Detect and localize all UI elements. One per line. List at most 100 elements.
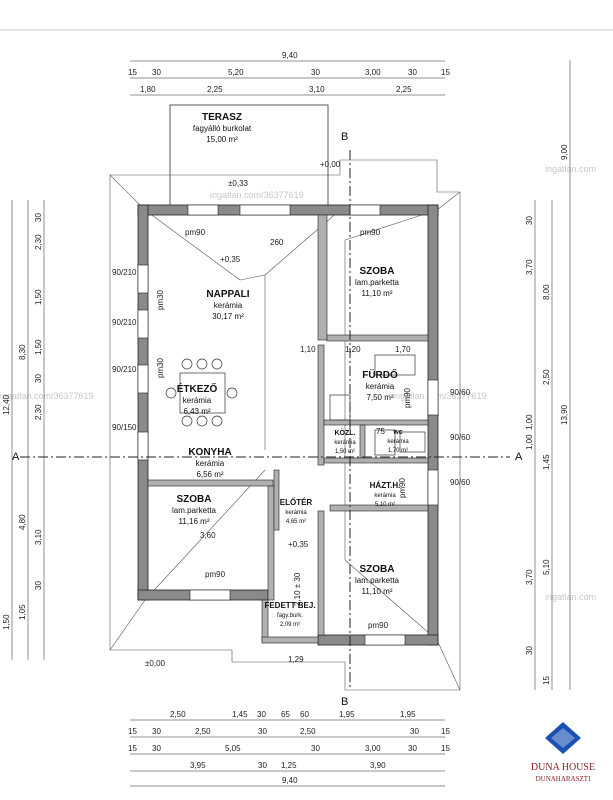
svg-text:30: 30 [257,710,266,719]
svg-text:30: 30 [311,744,320,753]
right-top-dim: 9,00 [560,144,569,160]
svg-text:kerámia: kerámia [183,396,212,405]
svg-text:90/210: 90/210 [112,318,137,327]
left-dimensions [11,200,45,660]
svg-text:5,10 m²: 5,10 m² [375,502,395,508]
svg-text:1,20: 1,20 [345,345,361,354]
svg-text:2,09 m²: 2,09 m² [280,622,300,628]
svg-text:TERASZ: TERASZ [202,112,242,123]
svg-text:30: 30 [152,727,161,736]
svg-text:+0,35: +0,35 [288,540,309,549]
left-outer-dim: 12,40 [2,394,11,415]
right-sub-dim: 8,00 [542,284,551,300]
svg-text:FEDETT BEJ.: FEDETT BEJ. [264,601,315,610]
svg-text:1,29: 1,29 [288,655,304,664]
svg-text:6,43 m²: 6,43 m² [183,407,210,416]
svg-text:60: 60 [300,710,309,719]
svg-text:SZOBA: SZOBA [360,564,395,575]
svg-text:pm90: pm90 [398,477,407,498]
svg-text:2,30: 2,30 [34,234,43,250]
svg-text:pm90: pm90 [205,570,226,579]
svg-text:1,95: 1,95 [400,710,416,719]
room-kozl: KÖZL. kerámia 1,50 m² [334,428,356,455]
section-mark-a-right: A [515,451,523,463]
svg-text:30: 30 [34,213,43,222]
svg-text:SZOBA: SZOBA [360,266,395,277]
svg-text:30: 30 [34,374,43,383]
svg-text:SZOBA: SZOBA [177,494,212,505]
svg-text:kerámia: kerámia [387,439,409,445]
svg-text:30: 30 [34,581,43,590]
svg-text:kerámia: kerámia [334,440,356,446]
svg-text:3,90: 3,90 [370,761,386,770]
windows [137,204,439,646]
svg-text:FÜRDŐ: FÜRDŐ [362,368,398,381]
svg-text:1,45: 1,45 [542,454,551,470]
right-vals: 30 3,70 2,50 1,00 1,00 1,45 5,10 3,70 30… [525,216,551,685]
watermark: ingatlan.com [545,592,596,602]
svg-text:15: 15 [128,744,137,753]
svg-text:1,00: 1,00 [525,434,534,450]
svg-text:3,70: 3,70 [525,569,534,585]
watermark: ingatlan.com/36377619 [0,391,94,401]
svg-text:3,70: 3,70 [525,259,534,275]
svg-text:fagyálló burkolat: fagyálló burkolat [193,124,252,133]
svg-text:75: 75 [376,427,385,436]
svg-text:3,10: 3,10 [309,85,325,94]
svg-text:kerámia: kerámia [285,510,307,516]
svg-text:KÖZL.: KÖZL. [335,428,356,437]
svg-text:kerámia: kerámia [196,459,225,468]
svg-text:kerámia: kerámia [374,493,396,499]
svg-text:kerámia: kerámia [214,301,243,310]
svg-text:15: 15 [441,727,450,736]
top-dimensions [130,60,445,96]
section-mark-b-bottom: B [341,696,348,708]
svg-text:pm30: pm30 [156,289,165,310]
section-mark-a-left: A [12,451,20,463]
svg-text:30: 30 [258,761,267,770]
svg-text:1,05: 1,05 [18,604,27,620]
svg-text:2,25: 2,25 [207,85,223,94]
svg-text:NAPPALI: NAPPALI [206,289,249,300]
svg-text:4,65 m²: 4,65 m² [286,519,306,525]
svg-text:15: 15 [542,676,551,685]
section-lines [20,150,510,690]
watermark: ingatlan.com/36377619 [393,391,487,401]
logo-branch: DUNAHARASZTI [536,775,592,783]
svg-text:30: 30 [258,727,267,736]
svg-text:pm90: pm90 [185,228,206,237]
svg-text:1,80: 1,80 [140,85,156,94]
svg-text:4,80: 4,80 [18,514,27,530]
svg-text:30: 30 [410,727,419,736]
svg-text:1,50 m²: 1,50 m² [335,449,355,455]
bottom-dimensions [130,719,445,787]
bottom-row3-dims: 15 30 5,05 30 3,00 30 15 [128,744,450,753]
logo-brand: DUNA HOUSE [531,762,595,773]
svg-text:lam.parketta: lam.parketta [172,506,217,515]
inner-walls [147,214,429,644]
svg-text:1,10: 1,10 [300,345,316,354]
svg-text:pm90: pm90 [403,387,412,408]
svg-text:90/210: 90/210 [112,365,137,374]
svg-text:30,17 m²: 30,17 m² [212,312,244,321]
left-vals: 30 2,30 1,50 1,50 30 2,30 4,80 3,10 1,05… [2,213,43,630]
svg-text:kerámia: kerámia [366,382,395,391]
svg-text:pm90: pm90 [360,228,381,237]
watermark: ingatlan.com/36377619 [210,190,304,200]
svg-text:ÉTKEZŐ: ÉTKEZŐ [177,382,218,395]
svg-text:260: 260 [270,238,284,247]
svg-text:30: 30 [525,216,534,225]
svg-text:1,50: 1,50 [34,339,43,355]
svg-text:15: 15 [128,727,137,736]
bottom-row1-dims: 2,50 1,45 30 65 60 1,95 1,95 [170,710,416,719]
svg-text:30: 30 [408,68,417,77]
section-mark-b-top: B [341,131,348,143]
svg-text:15: 15 [441,744,450,753]
